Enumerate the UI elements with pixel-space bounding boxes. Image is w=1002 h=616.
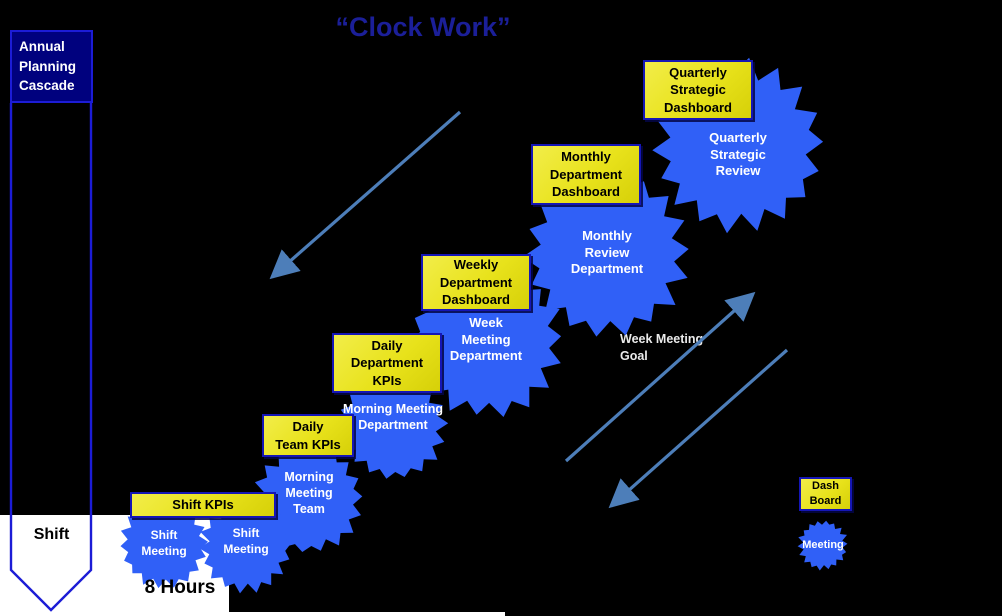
annual-planning-cascade-banner: Annual Planning Cascade [10, 30, 93, 103]
cascade-down-arrow [269, 110, 462, 280]
white-bottom-strip [0, 612, 505, 616]
legend-meeting-star: Meeting [797, 519, 849, 571]
meeting-label: Meeting [802, 538, 844, 551]
shift-label: Shift [33, 526, 70, 543]
page-title: “Clock Work” [335, 12, 511, 42]
meeting-shift-meeting-2: Shift Meeting [198, 498, 294, 594]
meeting-morning-meeting-department: Morning Meeting Department [337, 370, 449, 482]
meeting-label: Quarterly Strategic Review [709, 129, 767, 179]
escalation-down-arrow [608, 348, 789, 509]
meeting-label: Shift Meeting [141, 528, 187, 558]
meeting-label: Week Meeting Department [449, 314, 523, 364]
dashboard-daily-team-kpis: Daily Team KPIs [262, 414, 354, 457]
dashboard-daily-department-kpis: Daily Department KPIs [332, 333, 442, 393]
meeting-label: Shift Meeting [223, 526, 269, 556]
legend-dashboard-box: Dash Board [799, 477, 852, 511]
dashboard-monthly-department: Monthly Department Dashboard [531, 144, 641, 205]
eight-hours-label: 8 Hours [144, 577, 216, 598]
dashboard-weekly-department: Weekly Department Dashboard [421, 254, 531, 311]
meeting-shift-meeting-1: Shift Meeting [118, 498, 210, 590]
meeting-label: Monthly Review Department [570, 227, 644, 277]
dashboard-quarterly-strategic: Quarterly Strategic Dashboard [643, 60, 753, 120]
dashboard-shift-kpis: Shift KPIs [130, 492, 276, 518]
meeting-label: Morning Meeting Department [343, 401, 443, 432]
meeting-morning-meeting-team: Morning Meeting Team [252, 442, 366, 556]
meeting-label: Morning Meeting Team [284, 469, 334, 517]
